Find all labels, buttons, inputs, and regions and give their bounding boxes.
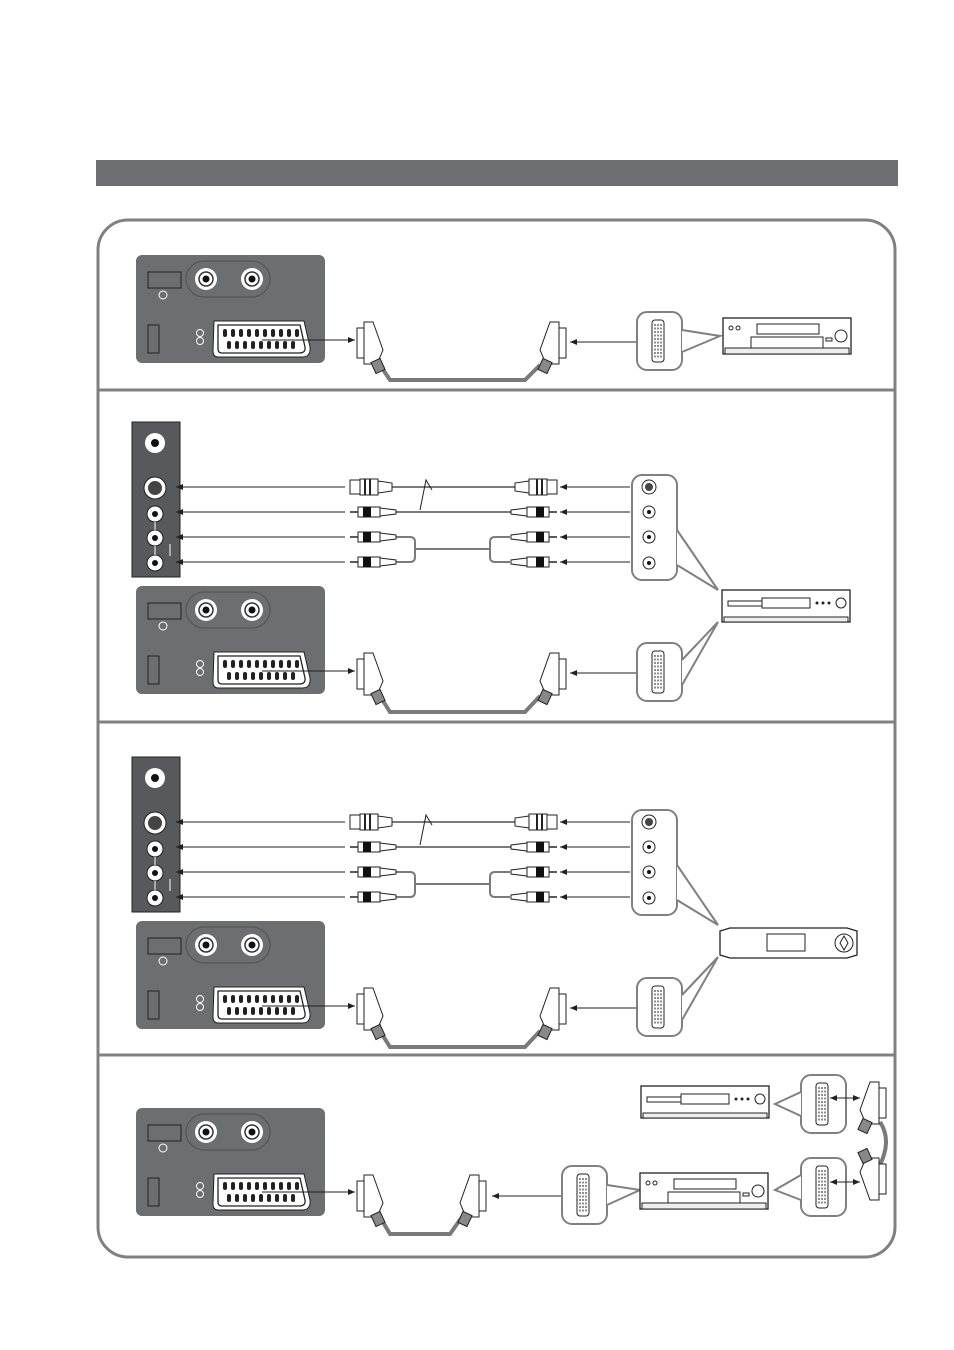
rca-plug [349,556,397,568]
scart-plug [537,321,567,375]
dvd-player-icon [640,1085,770,1119]
rca-plug [510,866,558,878]
section-vcr-dvd-chain-scart [135,1074,888,1236]
scart-cable [378,1029,542,1049]
device-av-sockets [631,809,678,916]
rca-plug [510,506,558,518]
tv-side-av-panel [131,421,181,578]
scart-plug [457,1174,487,1228]
tv-side-av-panel [131,756,181,913]
rca-plug [510,841,558,853]
rca-plug [510,531,558,543]
callout-pointer [681,956,719,1021]
device-scart-socket [800,1157,847,1217]
callout-pointer [681,329,724,353]
rca-plug [510,556,558,568]
scart-plug [356,987,386,1041]
av-cables [392,478,515,563]
scart-plug [356,321,386,375]
av-cables [392,813,515,898]
tv-scart-panel [135,920,326,1030]
callout-pointer [772,1091,802,1117]
device-scart-socket [636,311,683,371]
device-scart-socket [561,1165,608,1225]
scart-cable [378,694,542,714]
callout-pointer [772,1174,802,1201]
device-scart-socket [800,1074,847,1134]
section-dvd-svideo-scart [131,421,851,714]
av-arrows [176,819,630,900]
section-vcr-scart [135,254,852,382]
scart-cable [378,1215,464,1236]
dvd-player-icon [721,589,851,623]
rca-plug [349,531,397,543]
av-arrows [176,484,630,565]
diagram-frame [96,218,897,1259]
rca-plug [349,866,397,878]
tv-scart-panel [135,585,326,695]
scart-plug [356,1174,386,1228]
vcr-icon [639,1172,769,1210]
svideo-plug [514,478,558,496]
scart-plug [356,652,386,706]
rca-plug [510,891,558,903]
svideo-plug [349,478,393,496]
callout-pointer [676,529,719,591]
tv-scart-panel [135,1107,326,1217]
callout-pointer [681,621,719,686]
vcr-icon [722,317,852,355]
scart-plug [537,652,567,706]
device-av-sockets [631,474,678,581]
svideo-plug [349,813,393,831]
section-header-bar [96,160,898,186]
scart-cable [878,1120,888,1166]
rca-plug [349,891,397,903]
svideo-plug [514,813,558,831]
callout-pointer [676,864,719,926]
rca-plug [349,506,397,518]
tv-scart-panel [135,254,326,364]
device-scart-socket [636,642,683,702]
rca-plug [349,841,397,853]
scart-plug [537,987,567,1041]
section-receiver-svideo-scart [131,756,858,1049]
scart-cable [378,363,542,382]
device-scart-socket [636,977,683,1037]
callout-pointer [606,1184,644,1206]
set-top-box-icon [719,927,858,959]
